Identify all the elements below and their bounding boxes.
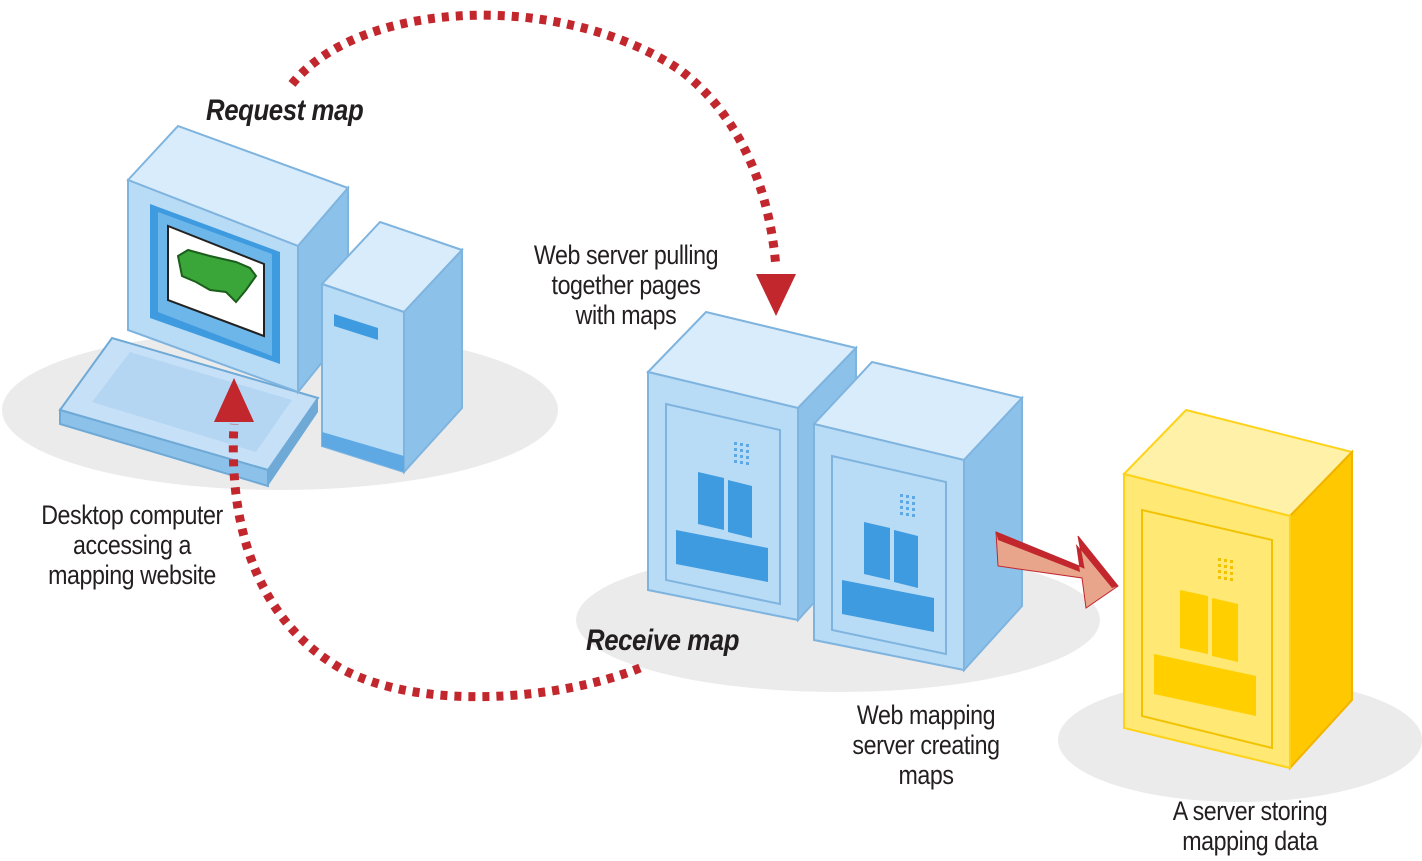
- request-map-label: Request map: [206, 94, 364, 127]
- receive-map-label: Receive map: [586, 624, 740, 657]
- desktop-computer-label: Desktop computer accessing a mapping web…: [18, 500, 245, 590]
- vent-icon: [900, 494, 915, 517]
- data-storage-server: [1122, 408, 1354, 771]
- mapping-server-label-line-2: server creating: [852, 730, 1000, 760]
- web-mapping-server: [812, 360, 1024, 673]
- keyboard: [58, 336, 320, 488]
- usa-map-icon: [176, 248, 258, 304]
- desktop-label-line-3: mapping website: [48, 560, 216, 590]
- vent-icon: [1218, 558, 1233, 581]
- desktop-computer: [58, 124, 464, 488]
- mapping-server-label-line-1: Web mapping: [856, 700, 996, 730]
- data-server-label-line-1: A server storing: [1172, 796, 1328, 826]
- web-server-label-line-3: with maps: [575, 300, 677, 330]
- mapping-server-label: Web mapping server creating maps: [823, 700, 1029, 790]
- web-server-label: Web server pulling together pages with m…: [514, 240, 738, 330]
- tower-case: [320, 220, 464, 475]
- web-server-label-line-2: together pages: [551, 270, 701, 300]
- receive-arrowhead: [214, 378, 254, 422]
- vent-icon: [734, 442, 749, 465]
- request-arrow-path: [288, 10, 781, 269]
- receive-arrow-path: [228, 423, 642, 702]
- monitor: [126, 124, 350, 395]
- request-arrowhead: [756, 274, 796, 316]
- data-flow-arrow: [995, 531, 1119, 609]
- data-server-label-line-2: mapping data: [1182, 826, 1318, 856]
- mapping-server-label-line-3: maps: [898, 760, 954, 790]
- desktop-label-line-2: accessing a: [73, 530, 191, 560]
- desktop-label-line-1: Desktop computer: [41, 500, 223, 530]
- web-server-label-line-1: Web server pulling: [533, 240, 719, 270]
- data-server-label: A server storing mapping data: [1147, 796, 1353, 856]
